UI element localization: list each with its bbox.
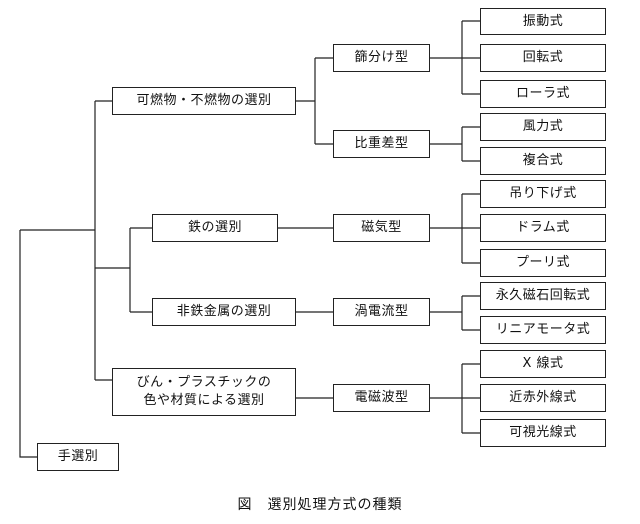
node-label: プーリ式 (515, 255, 570, 271)
node-label: 振動式 (522, 13, 564, 29)
figure-caption: 図 選別処理方式の種類 (237, 497, 403, 513)
node-label: 電磁波型 (354, 390, 409, 406)
node-label: 比重差型 (354, 136, 409, 152)
node-iron-sorting: 鉄の選別 (152, 214, 278, 242)
node-hand-sorting: 手選別 (37, 443, 119, 471)
node-combustible-sorting: 可燃物・不燃物の選別 (112, 87, 296, 115)
node-sieve-type: 篩分け型 (333, 44, 430, 72)
node-label: 磁気型 (361, 220, 402, 236)
node-xray: X 線式 (480, 350, 606, 378)
node-label: ローラ式 (515, 86, 570, 102)
node-roller: ローラ式 (480, 80, 606, 108)
node-eddy-current-type: 渦電流型 (333, 298, 430, 326)
node-drum: ドラム式 (480, 214, 606, 242)
node-visible-light: 可視光線式 (480, 419, 606, 447)
node-label: 回転式 (522, 50, 564, 66)
node-label: 風力式 (522, 119, 564, 135)
node-nonferrous-sorting: 非鉄金属の選別 (152, 298, 296, 326)
node-pulley: プーリ式 (480, 249, 606, 277)
node-label: 鉄の選別 (187, 220, 242, 236)
node-label-line2: 色や材質による選別 (143, 393, 265, 408)
node-label: 永久磁石回転式 (495, 288, 591, 304)
node-label: 非鉄金属の選別 (176, 304, 272, 320)
node-vibration: 振動式 (480, 8, 606, 35)
node-bottle-plastic-sorting: びん・プラスチックの 色や材質による選別 (112, 368, 296, 416)
node-label: ドラム式 (516, 220, 570, 236)
node-magnetic-type: 磁気型 (333, 214, 430, 242)
node-label: リニアモータ式 (495, 322, 591, 338)
node-rotary: 回転式 (480, 44, 606, 72)
node-linear-motor: リニアモータ式 (480, 316, 606, 344)
node-label: 可燃物・不燃物の選別 (136, 93, 272, 109)
node-label: 手選別 (57, 449, 99, 465)
node-label: 吊り下げ式 (509, 186, 577, 202)
node-gravity-type: 比重差型 (333, 130, 430, 158)
node-compound: 複合式 (480, 147, 606, 175)
node-label: 篩分け型 (354, 50, 409, 66)
node-label: 近赤外線式 (509, 390, 577, 406)
node-label: X 線式 (522, 356, 564, 372)
node-near-infrared: 近赤外線式 (480, 384, 606, 412)
node-label: 可視光線式 (509, 425, 577, 441)
node-permanent-magnet-rotary: 永久磁石回転式 (480, 282, 606, 310)
node-suspended: 吊り下げ式 (480, 180, 606, 208)
node-label: 複合式 (522, 153, 564, 169)
node-label-line1: びん・プラスチックの (136, 375, 272, 391)
node-label: 渦電流型 (354, 304, 409, 320)
node-wind: 風力式 (480, 113, 606, 141)
node-electromagnetic-type: 電磁波型 (333, 384, 430, 412)
